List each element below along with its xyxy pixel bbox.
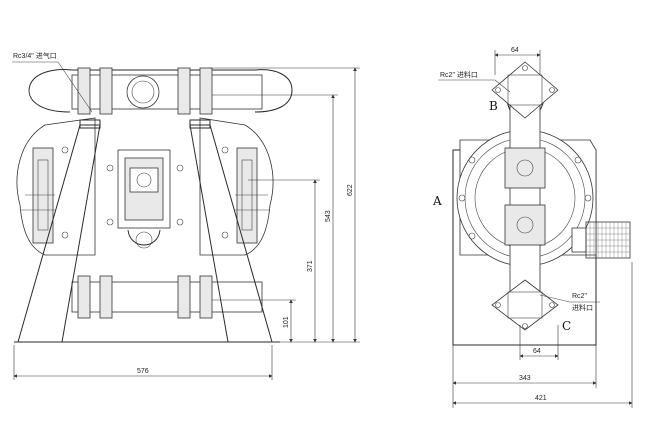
side-view: Rc2" 进料口 Rc2" 进料口 A B C 64 64 343: [432, 47, 633, 408]
top-manifold: [28, 67, 293, 115]
dim-width-outer: 421: [535, 395, 547, 402]
left-housing: [16, 117, 96, 256]
label-a: A: [432, 194, 442, 208]
side-dimensions: 64 64 343 421: [452, 47, 633, 408]
bolts: [61, 146, 229, 239]
label-b: B: [489, 99, 498, 113]
label-c: C: [562, 319, 571, 333]
dim-width-inner: 343: [519, 375, 531, 382]
air-inlet-callout: Rc3/4" 进气口: [12, 51, 93, 113]
inlet-callout-bottom-size: Rc2": [572, 293, 587, 300]
front-dimensions: 576 622 543 371 101: [13, 67, 360, 380]
top-flange: [491, 61, 559, 119]
dim-top: 64: [511, 47, 519, 54]
air-inlet-label: Rc3/4" 进气口: [13, 51, 57, 60]
center-block: [117, 149, 171, 249]
dim-height-low: 101: [283, 316, 290, 328]
dim-width: 576: [137, 368, 149, 375]
front-view: Rc3/4" 进气口 576 622 543 371 101: [12, 51, 360, 380]
side-callouts: Rc2" 进料口 Rc2" 进料口 A B C: [432, 70, 600, 333]
muffler: [571, 221, 631, 259]
dim-height-inner: 371: [307, 260, 314, 272]
inlet-callout-top: Rc2" 进料口: [440, 70, 478, 79]
vertical-pipe: [504, 77, 546, 306]
dim-height-mid: 543: [325, 210, 332, 222]
dim-bottom: 64: [533, 348, 541, 355]
bottom-flange: [491, 279, 559, 331]
dim-height-total: 622: [347, 184, 354, 196]
inlet-callout-bottom-text: 进料口: [572, 303, 593, 312]
bottom-manifold: [71, 275, 263, 319]
right-housing: [199, 117, 274, 256]
